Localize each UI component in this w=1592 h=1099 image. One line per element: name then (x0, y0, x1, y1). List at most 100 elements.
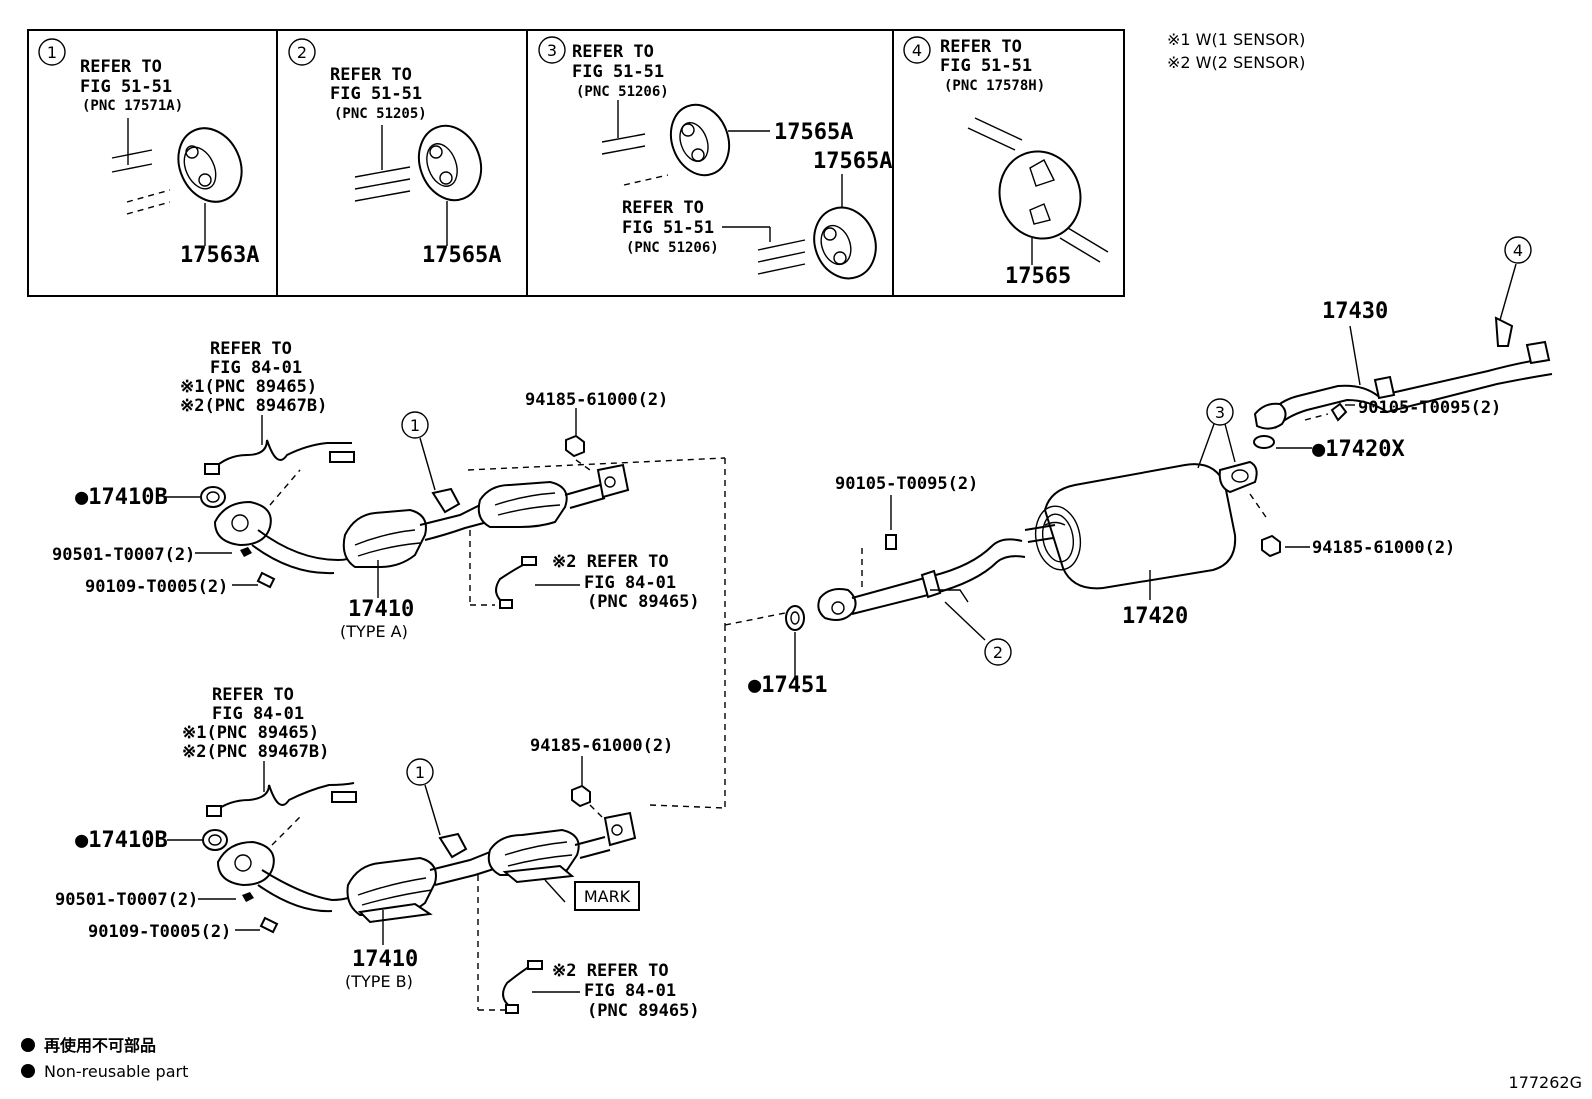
flange-nut (565, 434, 585, 458)
oxygen-sensor-1 (206, 782, 357, 817)
figure-code: 177262G (1509, 1073, 1582, 1092)
sensor-ref-line-2: FIG 84-01 (210, 358, 302, 378)
sensor2-ref-line-1: ※2 REFER TO (552, 961, 669, 981)
part-number: 17565A (774, 120, 853, 145)
callout-box-4: 4 REFER TO FIG 51-51 (PNC 17578H) 17565 (903, 36, 1109, 289)
callout-3: 3 (1215, 403, 1225, 422)
catalytic-converter-2 (477, 480, 568, 528)
center-pipe-muffler: ●17451 2 90105-T0095(2) 17420 3 (649, 398, 1455, 809)
callout-frame (27, 29, 1125, 297)
gasket-label-17451: ●17451 (748, 673, 827, 698)
gasket-label: ●17410B (75, 828, 168, 853)
bolt-label-90109: 90109-T0005(2) (88, 922, 231, 942)
part-label-17410: 17410 (348, 597, 414, 622)
refer2-line-1: REFER TO (622, 198, 704, 218)
callout-boxes (27, 29, 1125, 297)
callout-number: 1 (47, 43, 57, 62)
nonreusable-en: Non-reusable part (44, 1062, 188, 1081)
front-pipe-type-a: REFER TO FIG 84-01 ※1(PNC 89465) ※2(PNC … (52, 339, 726, 641)
refer-line-3: (PNC 17578H) (944, 78, 1045, 94)
sensor2-ref-line-2: FIG 84-01 (584, 573, 676, 593)
oxygen-sensor-2 (477, 875, 543, 1014)
refer-line-3: (PNC 17571A) (82, 98, 183, 114)
callout-1: 1 (410, 416, 420, 435)
refer-line-3: (PNC 51205) (334, 106, 427, 122)
part-label-17410: 17410 (352, 947, 418, 972)
gasket-label-17420X: ●17420X (1312, 437, 1405, 462)
bolt-label-90109: 90109-T0005(2) (85, 577, 228, 597)
nut-label-94185: 94185-61000(2) (530, 736, 673, 756)
part-number: 17563A (180, 243, 259, 268)
sensor-ref-line-3: ※1(PNC 89465) (182, 723, 319, 743)
refer-line-1: REFER TO (330, 65, 412, 85)
sensor-ref-line-4: ※2(PNC 89467B) (182, 742, 329, 762)
sensor-ref-line-4: ※2(PNC 89467B) (180, 396, 327, 416)
bolt-label-90105-tail: 90105-T0095(2) (1358, 398, 1501, 418)
hanger-17565A-lower (813, 206, 877, 280)
part-number: 17565A (422, 243, 501, 268)
non-reusable-legend: 再使用不可部品 Non-reusable part (21, 1036, 188, 1081)
part-number: 17565 (1005, 264, 1071, 289)
muffler-17420 (1034, 463, 1237, 590)
callout-4: 4 (1513, 241, 1523, 260)
callout-number-circle (38, 38, 66, 66)
nut-label-94185-center: 94185-61000(2) (1312, 538, 1455, 558)
refer-line-1: REFER TO (940, 37, 1022, 57)
part-number-2: 17565A (813, 149, 892, 174)
callout-1: 1 (415, 763, 425, 782)
sensor2-ref-line-1: ※2 REFER TO (552, 552, 669, 572)
hanger-17563A (177, 127, 243, 203)
mark-box (574, 881, 640, 911)
outlet-flange (596, 463, 630, 499)
oxygen-sensor-1 (204, 439, 355, 475)
tail-pipe-flange (1253, 402, 1287, 430)
part-label-17430: 17430 (1322, 299, 1388, 324)
callout-box-2: 2 REFER TO FIG 51-51 (PNC 51205) 17565A (288, 38, 501, 268)
sensor2-ref-line-3: (PNC 89465) (587, 592, 700, 612)
catalytic-converter-1 (342, 508, 427, 568)
outlet-flange (603, 811, 637, 847)
tail-pipe-17430: 17430 4 90105-T0095(2) ●17420X (1253, 236, 1553, 462)
nonreusable-jp: 再使用不可部品 (44, 1036, 156, 1055)
catalytic-converter-1 (346, 856, 437, 924)
oxygen-sensor-2 (469, 530, 537, 609)
refer-line-3: (PNC 51206) (576, 84, 669, 100)
refer2-line-3: (PNC 51206) (626, 240, 719, 256)
type-label: (TYPE A) (340, 622, 408, 641)
part-label-17420: 17420 (1122, 604, 1188, 629)
refer-line-1: REFER TO (572, 42, 654, 62)
center-pipe-flange (817, 588, 857, 621)
sensor-legend: ※1 W(1 SENSOR) ※2 W(2 SENSOR) (1167, 30, 1305, 72)
callout-number: 4 (912, 41, 922, 60)
gasket-label: ●17410B (75, 485, 168, 510)
nut-label-90501: 90501-T0007(2) (52, 545, 195, 565)
sensor-ref-line-1: REFER TO (212, 685, 294, 705)
type-label: (TYPE B) (345, 972, 413, 991)
legend-sensor2: ※2 W(2 SENSOR) (1167, 53, 1305, 72)
pipe-hanger-bracket (431, 487, 461, 514)
gasket-ring (200, 486, 226, 508)
manifold-flange (213, 500, 272, 547)
callout-2: 2 (993, 643, 1003, 662)
nut-label-90501: 90501-T0007(2) (55, 890, 198, 910)
legend-sensor1: ※1 W(1 SENSOR) (1167, 30, 1305, 49)
gasket-17451 (785, 605, 805, 631)
front-pipe-type-b: REFER TO FIG 84-01 ※1(PNC 89465) ※2(PNC … (55, 685, 700, 1021)
refer-line-2: FIG 51-51 (940, 56, 1032, 76)
bolt-label-90105: 90105-T0095(2) (835, 474, 978, 494)
muffler-outlet-flange (1218, 460, 1258, 494)
refer-line-2: FIG 51-51 (572, 62, 664, 82)
callout-box-3: 3 REFER TO FIG 51-51 (PNC 51206) 17565A … (538, 36, 892, 280)
bolt (256, 571, 276, 589)
refer-line-1: REFER TO (80, 57, 162, 77)
refer-line-2: FIG 51-51 (330, 84, 422, 104)
callout-box-1: 1 REFER TO FIG 51-51 (PNC 17571A) 17563A (38, 38, 259, 268)
sensor2-ref-line-2: FIG 84-01 (584, 981, 676, 1001)
nut-label-94185: 94185-61000(2) (525, 390, 668, 410)
refer-line-2: FIG 51-51 (80, 77, 172, 97)
callout-number: 2 (297, 43, 307, 62)
gasket-ring (202, 829, 228, 851)
refer2-line-2: FIG 51-51 (622, 218, 714, 238)
manifold-flange (216, 840, 275, 887)
